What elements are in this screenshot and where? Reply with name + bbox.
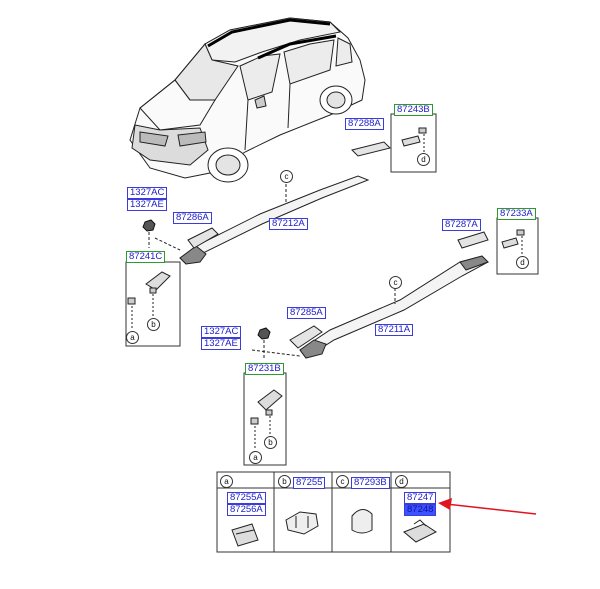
endcap-87287A xyxy=(457,231,489,249)
label-87256A[interactable]: 87256A xyxy=(227,504,266,516)
callout-a-left: a xyxy=(126,331,139,344)
clip-87255-drawing xyxy=(285,511,319,535)
label-87212A[interactable]: 87212A xyxy=(269,218,308,230)
label-group-1327-upper: 1327AC 1327AE xyxy=(127,187,168,211)
label-1327AC-lower[interactable]: 1327AC xyxy=(201,326,242,338)
label-87247[interactable]: 87247 xyxy=(404,492,437,504)
callout-c-upper: c xyxy=(280,170,293,183)
label-87286A[interactable]: 87286A xyxy=(173,212,212,224)
label-87293B[interactable]: 87293B xyxy=(351,477,390,489)
label-group-87247: 87247 87248 xyxy=(404,492,437,516)
table-head-c: c xyxy=(336,475,349,488)
rail-87211A-endcap xyxy=(459,255,489,271)
label-87241C[interactable]: 87241C xyxy=(126,251,166,263)
car-roof-rail-left xyxy=(207,18,331,48)
endcap-87286A xyxy=(187,227,219,249)
label-87231B[interactable]: 87231B xyxy=(245,363,284,375)
label-87233A[interactable]: 87233A xyxy=(497,208,536,220)
highlight-arrow xyxy=(445,503,537,515)
label-1327AE-upper[interactable]: 1327AE xyxy=(127,199,168,211)
callout-a-lower: a xyxy=(249,451,262,464)
cap-87293B-drawing xyxy=(351,509,373,534)
label-1327AC-upper[interactable]: 1327AC xyxy=(127,187,168,199)
callout-c-lower: c xyxy=(389,276,402,289)
nut-upper xyxy=(142,219,156,232)
rail-87211A xyxy=(299,255,489,359)
label-87211A[interactable]: 87211A xyxy=(375,324,414,336)
vehicle-illustration xyxy=(129,17,366,183)
label-87255[interactable]: 87255 xyxy=(293,477,326,489)
label-87287A[interactable]: 87287A xyxy=(442,219,481,231)
label-1327AE-lower[interactable]: 1327AE xyxy=(201,338,242,350)
label-87248[interactable]: 87248 xyxy=(404,504,437,516)
rail-87211A-cover xyxy=(299,339,327,359)
callout-d-right: d xyxy=(516,256,529,269)
highlight-arrowhead xyxy=(438,498,452,510)
rail-87212A-cover xyxy=(179,245,207,265)
label-87243B[interactable]: 87243B xyxy=(394,104,433,116)
label-87288A[interactable]: 87288A xyxy=(345,118,384,130)
endcap-87285A xyxy=(289,325,323,349)
label-group-87255A: 87255A 87256A xyxy=(227,492,266,516)
callout-d-upper: d xyxy=(417,153,430,166)
table-head-a: a xyxy=(220,475,233,488)
callout-b-lower: b xyxy=(264,436,277,449)
table-head-d: d xyxy=(395,475,408,488)
table-head-b: b xyxy=(278,475,291,488)
label-87285A[interactable]: 87285A xyxy=(287,307,326,319)
endcap-87288A xyxy=(351,141,391,157)
bracket-87247-drawing xyxy=(403,523,437,543)
box-87231B xyxy=(243,372,287,466)
nut-lower xyxy=(257,327,271,340)
label-group-1327-lower: 1327AC 1327AE xyxy=(201,326,242,350)
clip-87255A-drawing xyxy=(231,523,259,547)
car-roof-rail-right xyxy=(257,34,337,60)
label-87255A[interactable]: 87255A xyxy=(227,492,266,504)
callout-b-left: b xyxy=(147,318,160,331)
